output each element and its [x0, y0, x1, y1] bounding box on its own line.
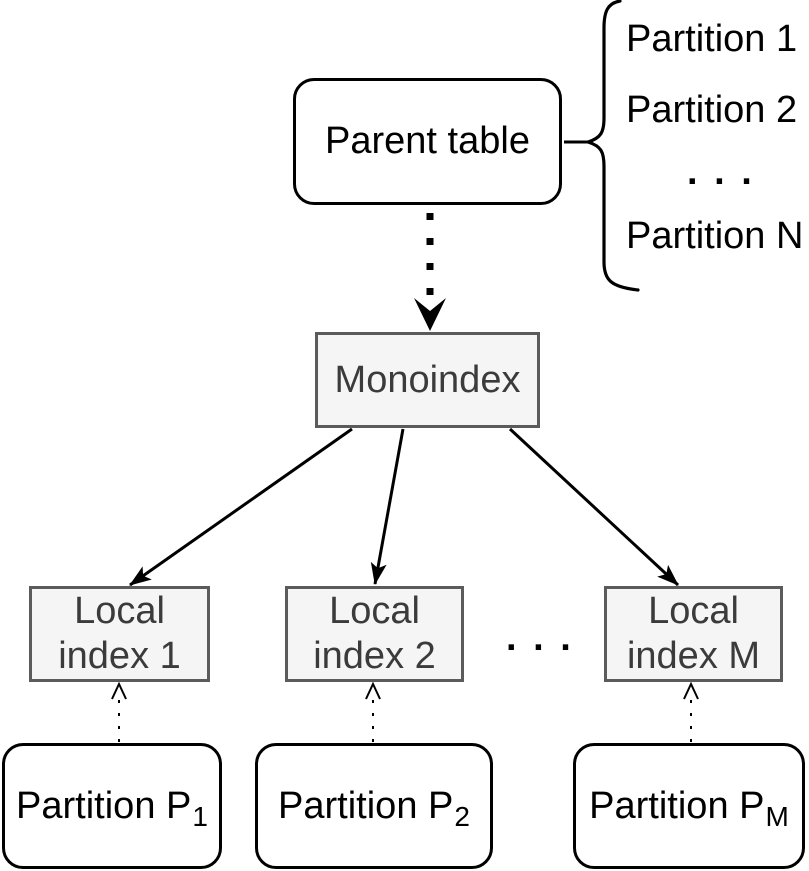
arrow-parent-to-monoindex-head	[414, 298, 446, 331]
monoindex-node: Monoindex	[315, 332, 540, 428]
local-index-1-line2: index 1	[58, 635, 181, 677]
local-index-m-line1: Local	[648, 590, 739, 632]
partition-p2-subscript: 2	[454, 801, 470, 832]
arrow-partition1-to-local1	[111, 681, 127, 742]
partition-p1-label: Partition P	[16, 784, 192, 827]
partition-list-item-n: Partition N	[626, 215, 804, 257]
local-index-m-node: Local index M	[604, 586, 783, 682]
arrow-monoindex-to-local-1	[129, 427, 353, 587]
parent-table-node: Parent table	[293, 78, 562, 205]
arrow-partitionM-to-localM	[683, 681, 699, 742]
partition-pm-label: Partition P	[589, 784, 765, 827]
partition-p2-label: Partition P	[278, 784, 454, 827]
partition-list-item-1: Partition 1	[626, 18, 798, 60]
local-index-m-line2: index M	[626, 635, 761, 677]
local-index-1-node: Local index 1	[29, 586, 210, 682]
partition-list-item-2: Partition 2	[626, 89, 798, 131]
monoindex-label: Monoindex	[334, 358, 521, 401]
parent-table-label: Parent table	[325, 120, 530, 162]
local-index-2-line1: Local	[329, 590, 420, 632]
local-index-2-node: Local index 2	[285, 586, 464, 682]
partition-p1-subscript: 1	[192, 801, 208, 832]
local-index-ellipsis: . . .	[506, 617, 574, 659]
arrow-monoindex-to-local-3	[508, 427, 680, 587]
partition-list-ellipsis: . . .	[687, 151, 755, 193]
local-index-1-line1: Local	[74, 590, 165, 632]
local-index-2-line2: index 2	[313, 635, 436, 677]
partition-pm-subscript: M	[765, 801, 789, 832]
arrow-partition2-to-local2	[365, 681, 381, 742]
arrow-monoindex-to-local-2	[370, 428, 405, 585]
